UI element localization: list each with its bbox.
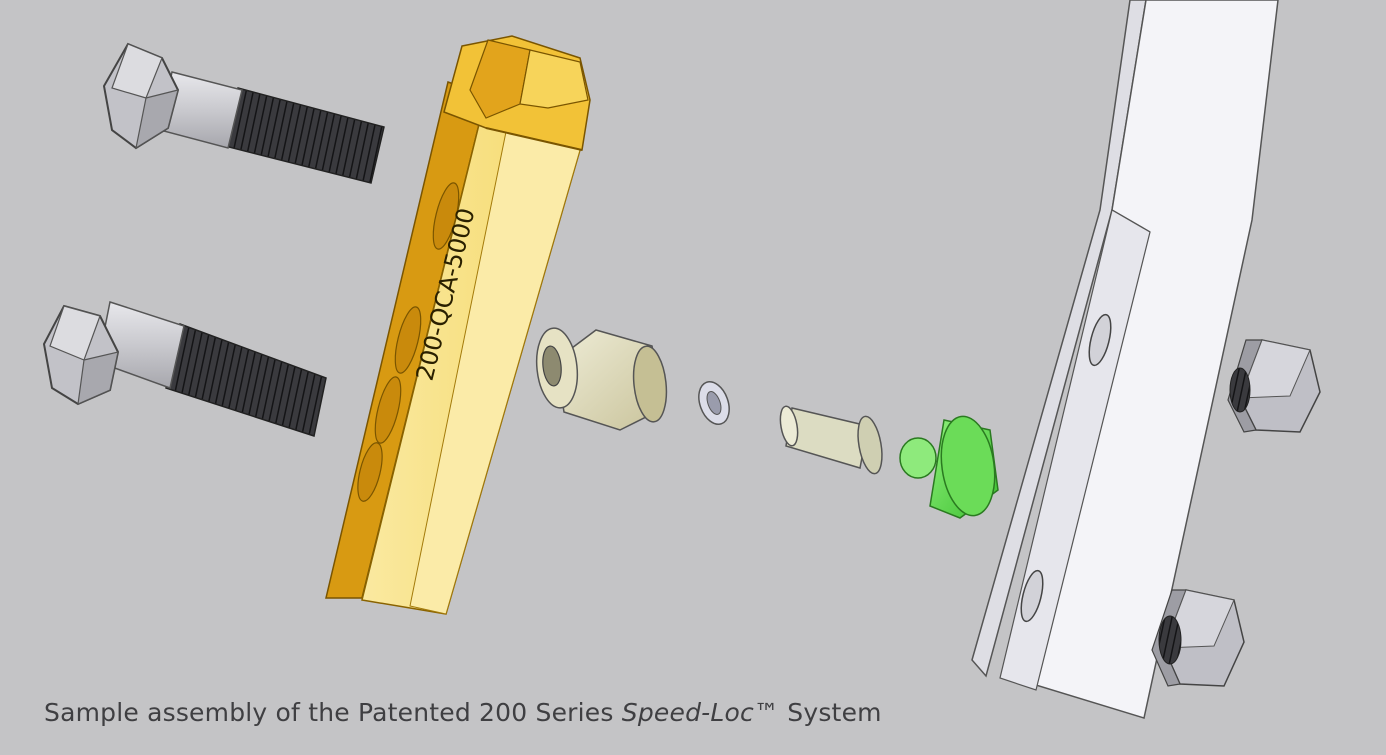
- tooth-hole-3: [374, 376, 402, 444]
- tooth-top-notch: [469, 39, 531, 119]
- retainer-flange: [940, 415, 996, 517]
- lower-bolt-hex-facet-dark: [77, 351, 119, 405]
- pin-end: [779, 405, 799, 447]
- washer: [698, 381, 730, 425]
- plate-hole-lower: [1020, 569, 1044, 623]
- pin: [779, 405, 883, 475]
- lower-bolt: [42, 301, 327, 437]
- tooth-hole-2: [394, 306, 422, 374]
- caption-prefix: Sample assembly of the Patented 200 Seri…: [44, 698, 622, 727]
- tooth-hole-1: [432, 182, 460, 250]
- lower-nut: [1151, 589, 1245, 687]
- gold-tooth: 200-QCA-5000: [325, 35, 591, 615]
- upper-bolt: [102, 42, 385, 184]
- lower-nut-bore: [1158, 615, 1182, 665]
- upper-bolt-hex-facet-dark: [135, 89, 179, 150]
- caption-emphasis: Speed-Loc™: [621, 698, 780, 727]
- adapter-plate: [971, 0, 1279, 719]
- lower-bolt-thread: [165, 322, 327, 437]
- retainer-nose: [899, 437, 937, 479]
- bushing: [535, 327, 668, 431]
- upper-bolt-thread: [224, 87, 385, 184]
- bushing-back-face: [632, 345, 668, 423]
- tooth-hole-4: [357, 442, 383, 502]
- washer-inner: [706, 391, 722, 415]
- plate-left-face: [971, 0, 1147, 678]
- upper-nut-bore: [1229, 367, 1251, 413]
- green-retainer: [899, 415, 999, 519]
- caption-suffix: System: [779, 698, 882, 727]
- plate-hole-upper: [1088, 313, 1112, 367]
- tooth-top-facet: [519, 49, 589, 109]
- pin-body: [785, 407, 869, 469]
- pin-head: [857, 415, 883, 475]
- tooth-top-edge: [485, 127, 583, 151]
- figure-caption: Sample assembly of the Patented 200 Seri…: [44, 698, 882, 727]
- upper-nut: [1227, 339, 1321, 433]
- bushing-bore: [542, 345, 562, 387]
